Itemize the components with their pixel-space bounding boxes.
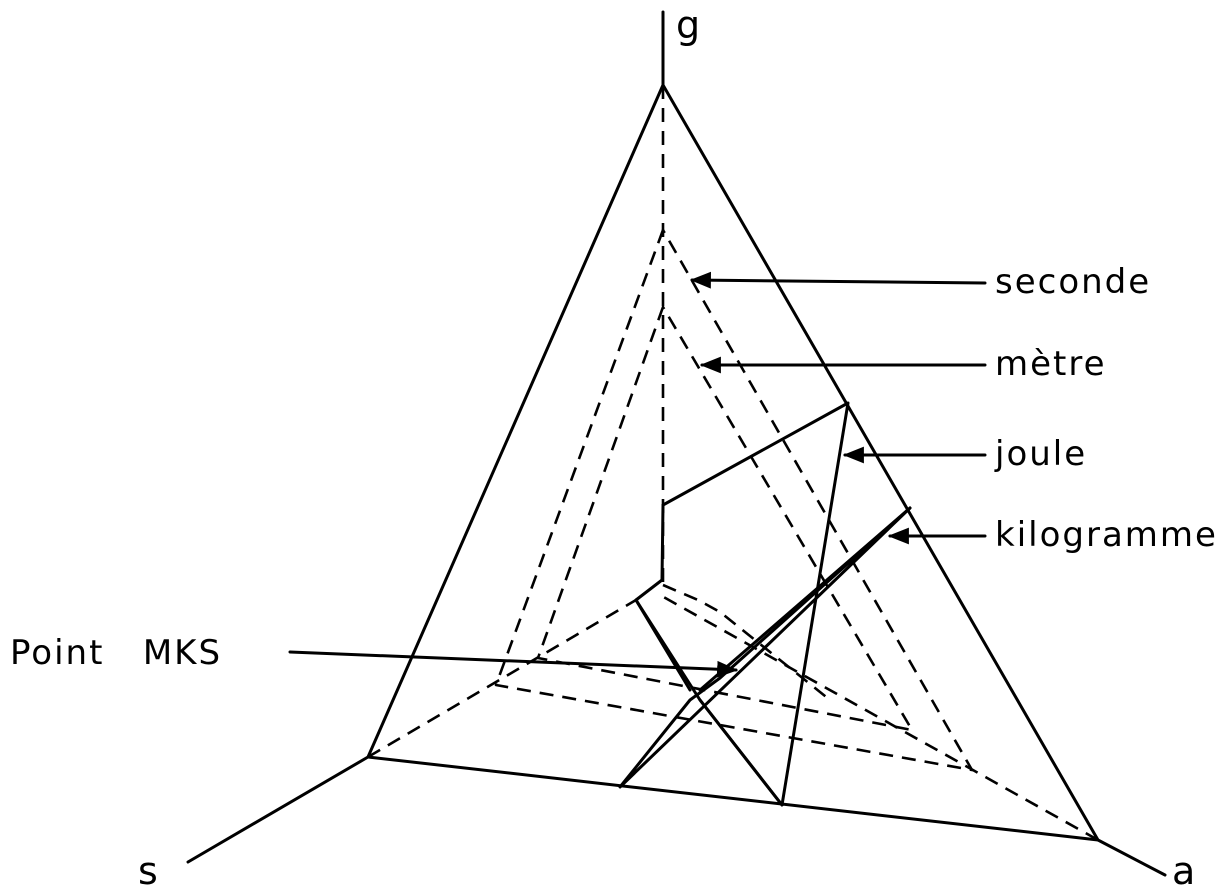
dashed-edge-s (367, 598, 637, 759)
joule-shape (634, 401, 850, 807)
joule-inner-line (634, 598, 692, 692)
label-point-mks: Point MKS (10, 633, 222, 673)
label-kilogramme: kilogramme (995, 515, 1218, 555)
label-metre: mètre (995, 344, 1107, 384)
axis-s-line (186, 755, 370, 864)
dashed-edge-a (659, 593, 1099, 842)
axis-s-label: s (138, 849, 158, 888)
outer-triangle (366, 83, 1100, 842)
pointer-point-mks (288, 650, 739, 678)
label-joule: joule (994, 434, 1087, 474)
seconde-shape (494, 228, 974, 772)
axis-a-label: a (1172, 849, 1195, 888)
kilogramme-lower (698, 698, 784, 807)
axis-g-label: g (676, 3, 700, 47)
pointer-seconde (689, 271, 987, 289)
label-seconde: seconde (995, 262, 1151, 302)
inner-dashed-hex (662, 583, 831, 702)
axis-a-line (1096, 838, 1167, 877)
kilogramme-shape (618, 506, 912, 789)
metre-shape (536, 305, 914, 732)
kilogramme-edge (698, 506, 912, 692)
